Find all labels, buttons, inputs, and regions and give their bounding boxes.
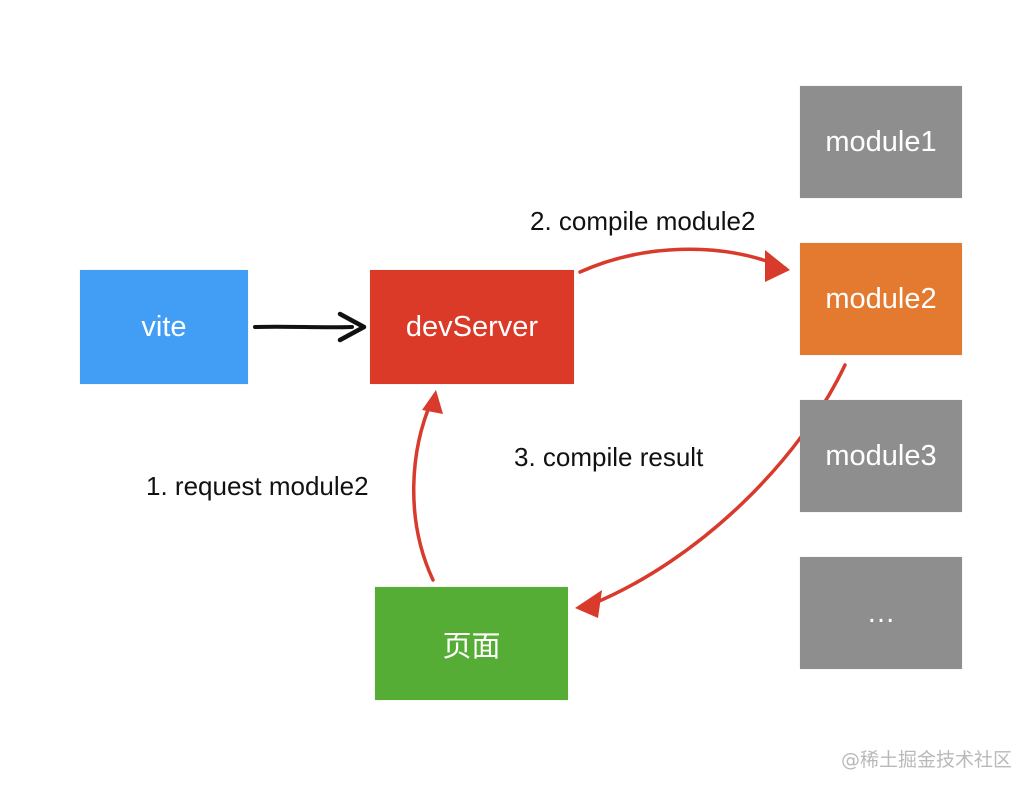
vite-to-devserver-arrow (253, 311, 367, 343)
devserver-node: devServer (370, 270, 574, 384)
module3-label: module3 (825, 439, 937, 472)
module3-node: module3 (800, 400, 962, 512)
watermark: @稀土掘金技术社区 (840, 749, 1012, 771)
page-label: 页面 (442, 628, 501, 663)
request-label: 1. request module2 (146, 471, 369, 501)
module1-label: module1 (825, 125, 937, 158)
page-node: 页面 (375, 587, 568, 700)
module2-label: module2 (825, 282, 937, 315)
module-more-node: … (800, 557, 962, 669)
module1-node: module1 (800, 86, 962, 198)
module2-node: module2 (800, 243, 962, 355)
module-more-label: … (866, 596, 896, 629)
vite-node: vite (80, 270, 248, 384)
result-label: 3. compile result (514, 442, 704, 472)
request-arrow (412, 390, 443, 582)
compile-label: 2. compile module2 (530, 206, 756, 236)
vite-label: vite (141, 310, 187, 343)
compile-arrow (578, 247, 790, 282)
devserver-label: devServer (405, 310, 539, 343)
